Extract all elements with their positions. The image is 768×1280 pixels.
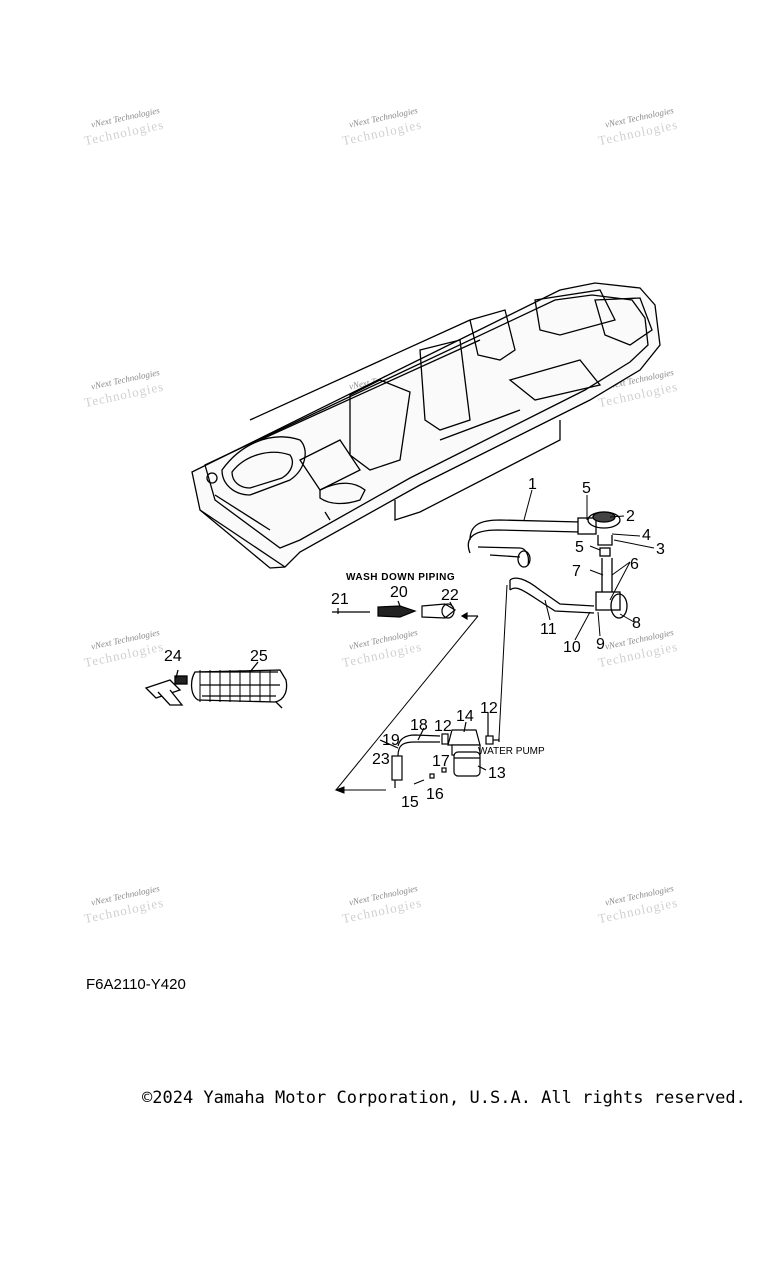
hose-reel-and-nozzle — [144, 661, 288, 709]
callout-12: 12 — [480, 700, 498, 717]
callout-9: 9 — [596, 636, 605, 653]
callout-19: 19 — [382, 732, 400, 749]
callout-23: 23 — [372, 751, 390, 768]
diagram-reference-code: F6A2110-Y420 — [86, 976, 186, 993]
callout-13: 13 — [488, 765, 506, 782]
callouts-lower-left: 24 25 — [164, 648, 268, 665]
copyright-notice: ©2024 Yamaha Motor Corporation, U.S.A. A… — [142, 1088, 746, 1108]
hose-assembly — [467, 511, 628, 619]
callout-1: 1 — [528, 476, 537, 493]
guide-lines — [334, 584, 508, 794]
callout-5: 5 — [575, 539, 584, 556]
callout-15: 15 — [401, 794, 419, 811]
callout-11: 11 — [540, 621, 557, 638]
callout-20: 20 — [390, 584, 408, 601]
callout-8: 8 — [632, 615, 641, 632]
callout-18: 18 — [410, 717, 428, 734]
callout-6: 6 — [630, 556, 639, 573]
callout-17: 17 — [432, 753, 450, 770]
callout-21: 21 — [331, 591, 349, 608]
callout-2: 2 — [626, 508, 635, 525]
callout-10: 10 — [563, 639, 581, 656]
callout-25: 25 — [250, 648, 268, 665]
callouts-upper: 1 2 3 4 5 5 6 7 8 9 10 11 — [528, 476, 665, 656]
callout-22: 22 — [441, 587, 459, 604]
water-pump-assembly — [379, 712, 500, 788]
water-pump-label: WATER PUMP — [478, 746, 545, 757]
callouts-pump: 18 12 14 12 19 23 WATER PUMP 13 17 15 16 — [372, 700, 545, 811]
callout-5: 5 — [582, 480, 591, 497]
callout-16: 16 — [426, 786, 444, 803]
callout-3: 3 — [656, 541, 665, 558]
boat-hull-illustration — [191, 282, 661, 569]
callout-4: 4 — [642, 527, 651, 544]
leader-lines — [523, 489, 655, 641]
callout-7: 7 — [572, 563, 581, 580]
section-heading: WASH DOWN PIPING — [346, 572, 455, 583]
wash-down-piping-group: WASH DOWN PIPING 21 20 22 — [331, 572, 478, 621]
callout-14: 14 — [456, 708, 474, 725]
callout-24: 24 — [164, 648, 182, 665]
callout-12: 12 — [434, 718, 452, 735]
